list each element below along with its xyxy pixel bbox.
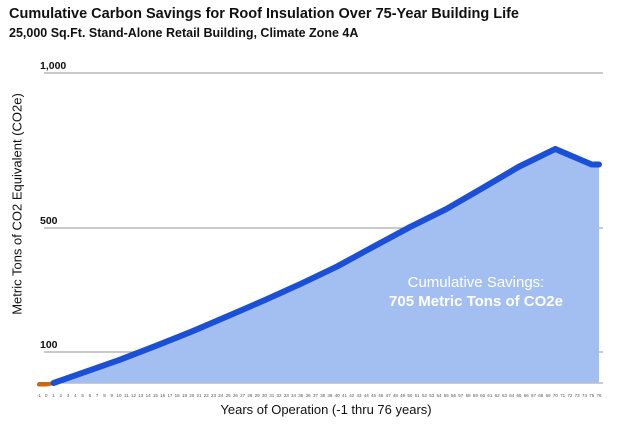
y-tick-label: 100 (40, 339, 58, 351)
x-tick-label: 57 (458, 393, 464, 398)
x-tick-label: 18 (175, 393, 181, 398)
x-axis-label-wrap: Years of Operation (-1 thru 76 years) (0, 402, 622, 417)
x-tick-label: 53 (429, 393, 435, 398)
x-tick-label: 27 (240, 393, 246, 398)
x-tick-label: 51 (415, 393, 421, 398)
x-tick-label: 24 (218, 393, 224, 398)
x-tick-label: 34 (291, 393, 297, 398)
x-tick-label: 73 (575, 393, 581, 398)
x-tick-label: 49 (400, 393, 406, 398)
x-tick-label: 38 (320, 393, 326, 398)
x-tick-label: 37 (313, 393, 319, 398)
x-tick-label: 44 (364, 393, 370, 398)
x-tick-label: 66 (524, 393, 530, 398)
x-tick-label: 9 (110, 393, 113, 398)
x-tick-label: 12 (131, 393, 137, 398)
x-tick-label: 70 (553, 393, 559, 398)
chart-title: Cumulative Carbon Savings for Roof Insul… (9, 6, 519, 22)
x-tick-label: 59 (473, 393, 479, 398)
x-tick-label: 25 (226, 393, 232, 398)
x-tick-label: 50 (407, 393, 413, 398)
x-tick-label: -1 (37, 393, 41, 398)
x-tick-label: 13 (138, 393, 144, 398)
x-tick-label: 14 (146, 393, 152, 398)
annotation: Cumulative Savings: 705 Metric Tons of C… (389, 274, 563, 310)
x-tick-label: 69 (546, 393, 552, 398)
chart-subtitle: 25,000 Sq.Ft. Stand-Alone Retail Buildin… (9, 26, 359, 40)
x-tick-label: 54 (436, 393, 442, 398)
x-tick-label: 11 (124, 393, 129, 398)
x-tick-label: 75 (589, 393, 595, 398)
x-tick-label: 68 (538, 393, 544, 398)
x-tick-label: 30 (262, 393, 268, 398)
x-tick-label: 55 (444, 393, 450, 398)
x-tick-label: 26 (233, 393, 239, 398)
x-axis-label: Years of Operation (-1 thru 76 years) (220, 402, 432, 417)
x-tick-label: 29 (255, 393, 261, 398)
x-tick-label: 63 (502, 393, 508, 398)
x-tick-label: 46 (378, 393, 384, 398)
x-tick-label: 28 (247, 393, 253, 398)
x-tick-label: 10 (116, 393, 122, 398)
x-tick-label: 21 (196, 393, 202, 398)
x-tick-label: 45 (371, 393, 377, 398)
x-tick-label: 43 (356, 393, 362, 398)
y-tick-label: 1,000 (40, 60, 66, 72)
x-tick-label: 71 (560, 393, 566, 398)
x-tick-label: 3 (67, 393, 70, 398)
x-tick-label: 47 (386, 393, 392, 398)
x-tick-label: 20 (189, 393, 195, 398)
annotation-line-1: Cumulative Savings: (408, 274, 545, 291)
x-tick-label: 2 (60, 393, 63, 398)
cumulative-savings-line (50, 145, 602, 386)
x-tick-label: 67 (531, 393, 537, 398)
x-tick-label: 72 (567, 393, 573, 398)
x-tick-label: 17 (167, 393, 173, 398)
x-tick-label: 60 (480, 393, 486, 398)
x-tick-label: 8 (103, 393, 106, 398)
y-axis-label: Metric Tons of CO2 Equivalent (CO2e) (9, 93, 25, 315)
x-tick-label: 32 (276, 393, 282, 398)
x-tick-label: 42 (349, 393, 355, 398)
x-tick-label: 6 (89, 393, 92, 398)
annotation-line-2: 705 Metric Tons of CO2e (389, 293, 563, 310)
x-tick-label: 48 (393, 393, 399, 398)
x-tick-label: 39 (327, 393, 333, 398)
x-tick-label: 0 (45, 393, 48, 398)
x-tick-label: 23 (211, 393, 217, 398)
x-tick-label: 31 (269, 393, 275, 398)
series-layer (37, 145, 602, 387)
x-tick-label: 22 (204, 393, 210, 398)
x-tick-label: 16 (160, 393, 166, 398)
x-tick-label: 74 (582, 393, 588, 398)
y-tick-labels: 1,000 500 100 (40, 60, 66, 351)
x-tick-label: 19 (182, 393, 188, 398)
x-tick-label: 15 (153, 393, 159, 398)
x-tick-label: 62 (495, 393, 501, 398)
x-tick-label: 41 (342, 393, 348, 398)
x-tick-label: 35 (298, 393, 304, 398)
x-tick-label: 40 (335, 393, 341, 398)
x-tick-label: 33 (284, 393, 290, 398)
x-tick-label: 5 (81, 393, 84, 398)
y-tick-label: 500 (40, 215, 58, 227)
x-tick-label: 7 (96, 393, 99, 398)
x-tick-label: 4 (74, 393, 77, 398)
x-tick-label: 65 (516, 393, 522, 398)
x-tick-label: 36 (306, 393, 312, 398)
x-tick-label: 76 (596, 393, 602, 398)
savings-area-fill (53, 148, 599, 383)
x-tick-label: 58 (466, 393, 472, 398)
x-tick-label: 52 (422, 393, 428, 398)
x-tick-label: 64 (509, 393, 515, 398)
x-tick-label: 1 (52, 393, 55, 398)
x-tick-label: 56 (451, 393, 457, 398)
x-tick-label: 61 (487, 393, 493, 398)
